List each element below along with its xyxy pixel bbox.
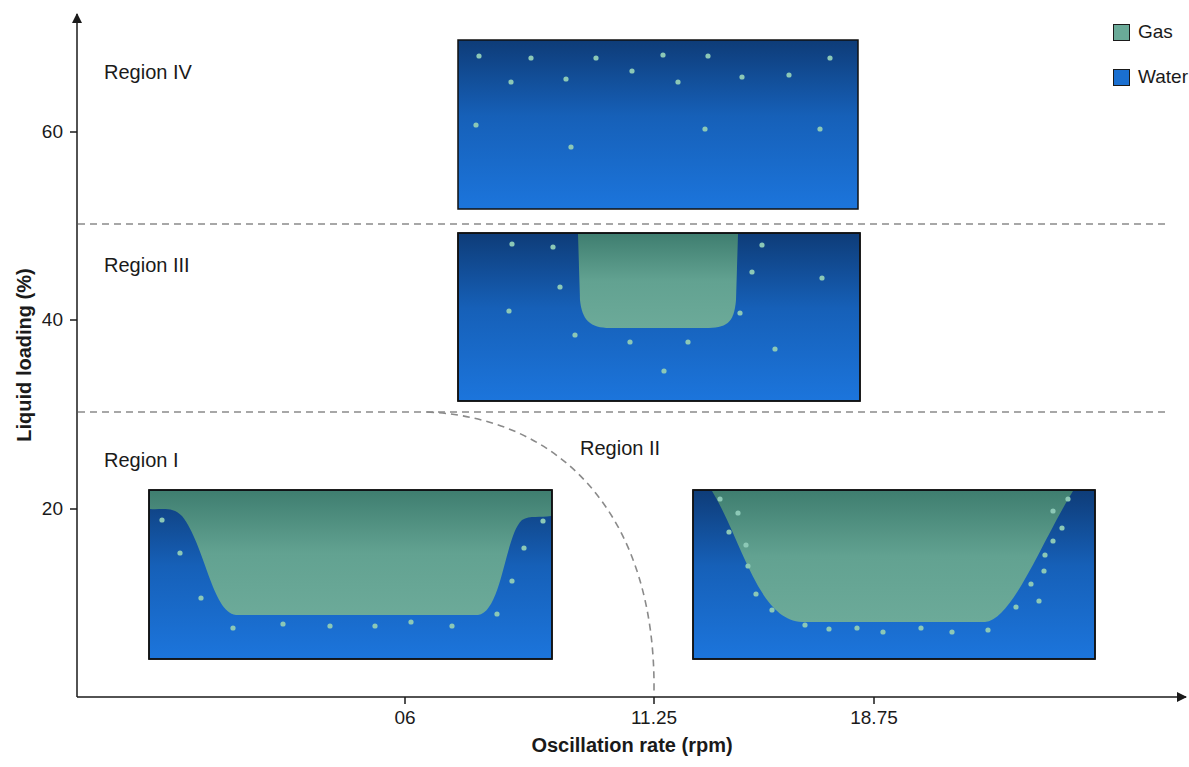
legend-swatch (1113, 24, 1130, 41)
gas-bubble (540, 518, 545, 523)
gas-bubble (521, 545, 526, 550)
axis-title: Oscillation rate (rpm) (531, 734, 732, 756)
legend-swatch (1113, 69, 1130, 86)
gas-bubble (745, 563, 750, 568)
gas-bubble (1041, 568, 1046, 573)
gas-bubble (759, 242, 764, 247)
legend-entry: Water (1113, 66, 1188, 88)
gas-bubble (1050, 508, 1055, 513)
gas-bubble (737, 310, 742, 315)
region-iii-sketch (458, 233, 860, 401)
gas-bubble (739, 74, 744, 79)
gas-bubble (528, 55, 533, 60)
gas-bubble (880, 629, 885, 634)
region-label: Region III (104, 254, 190, 276)
gas-bubble (685, 339, 690, 344)
gas-bubble (372, 623, 377, 628)
gas-bubble (769, 607, 774, 612)
gas-bubble (802, 622, 807, 627)
axis-title: Liquid loading (%) (13, 268, 35, 441)
gas-bubble (819, 275, 824, 280)
gas-bubble (1065, 496, 1070, 501)
gas-bubble (159, 517, 164, 522)
tick-label: 06 (394, 708, 415, 729)
gas-bubble (675, 79, 680, 84)
gas-bubbles (159, 52, 1070, 634)
gas-bubble (473, 122, 478, 127)
region-iv-sketch (458, 40, 858, 209)
gas-bubble (826, 626, 831, 631)
gas-bubble (749, 269, 754, 274)
legend-label: Gas (1138, 21, 1173, 43)
gas-bubble (817, 126, 822, 131)
gas-bubble (408, 619, 413, 624)
tick-label: 20 (42, 499, 63, 520)
gas-bubble (705, 53, 710, 58)
region-label: Region II (580, 437, 660, 459)
gas-bubble (280, 621, 285, 626)
gas-bubble (735, 510, 740, 515)
legend-label: Water (1138, 66, 1188, 88)
gas-bubble (949, 629, 954, 634)
gas-bubble (1050, 538, 1055, 543)
tick-label: 40 (42, 310, 63, 331)
legend-entry: Gas (1113, 21, 1173, 43)
gas-bubble (661, 368, 666, 373)
gas-bubble (854, 625, 859, 630)
gas-bubble (627, 339, 632, 344)
gas-bubble (550, 244, 555, 249)
region-label: Region IV (104, 61, 192, 83)
gas-bubble (177, 550, 182, 555)
gas-bubble (717, 496, 722, 501)
gas-bubble (629, 68, 634, 73)
gas-bubble (985, 627, 990, 632)
gas-bubble (660, 52, 665, 57)
gas-bubble (753, 591, 758, 596)
gas-bubble (449, 623, 454, 628)
gas-bubble (1042, 552, 1047, 557)
gas-bubble (1036, 598, 1041, 603)
gas-bubble (743, 542, 748, 547)
gas-bubble (1013, 604, 1018, 609)
gas-bubble (1059, 525, 1064, 530)
gas-bubble (786, 72, 791, 77)
regime-boundary (78, 224, 1170, 692)
tick-label: 18.75 (850, 708, 898, 729)
gas-bubble (509, 241, 514, 246)
gas-bubble (1028, 581, 1033, 586)
region-i-sketch (149, 490, 552, 659)
gas-bubble (702, 126, 707, 131)
gas-bubble (557, 284, 562, 289)
gas-bubble (508, 79, 513, 84)
gas-bubble (327, 623, 332, 628)
gas-bubble (593, 55, 598, 60)
gas-bubble (568, 144, 573, 149)
gas-bubble (509, 578, 514, 583)
gas-bubble (563, 76, 568, 81)
region-ii-sketch (693, 490, 1095, 659)
gas-bubble (918, 625, 923, 630)
tick-label: 60 (42, 122, 63, 143)
gas-bubble (494, 611, 499, 616)
gas-bubble (506, 308, 511, 313)
gas-bubble (572, 332, 577, 337)
tick-label: 11.25 (631, 708, 677, 729)
gas-bubble (726, 529, 731, 534)
axes (70, 14, 1186, 704)
gas-bubble (772, 346, 777, 351)
gas-bubble (230, 625, 235, 630)
region-label: Region I (104, 449, 179, 471)
gas-bubble (476, 53, 481, 58)
gas-bubble (827, 55, 832, 60)
gas-bubble (198, 595, 203, 600)
